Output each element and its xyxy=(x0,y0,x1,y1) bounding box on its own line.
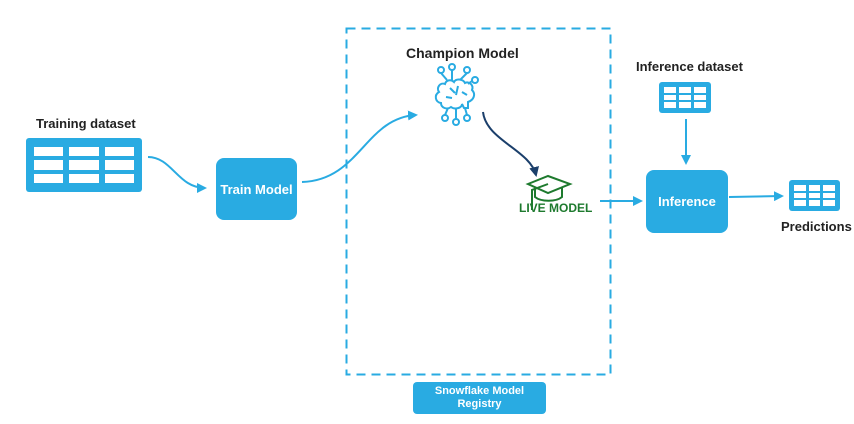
training-dataset-table-icon[interactable] xyxy=(26,138,142,192)
brain-circuit-icon xyxy=(434,63,479,126)
registry-label-line1: Snowflake Model xyxy=(434,385,525,397)
training-dataset-label: Training dataset xyxy=(36,116,136,131)
registry-label-line2: Registry xyxy=(457,398,502,410)
predictions-table-icon[interactable] xyxy=(789,180,840,211)
graduation-cap-icon xyxy=(525,174,573,210)
edge-training-to-train xyxy=(147,156,207,193)
edge-inference-to-predictions xyxy=(728,191,784,202)
snowflake-model-registry-button[interactable]: Snowflake Model Registry xyxy=(413,382,546,414)
inference-dataset-table-icon[interactable] xyxy=(659,82,711,113)
train-model-node[interactable]: Train Model xyxy=(216,158,297,220)
edge-champion-to-live xyxy=(482,111,539,177)
edge-train-to-champion xyxy=(301,110,418,183)
live-model-label: LIVE MODEL xyxy=(519,201,593,215)
train-model-label: Train Model xyxy=(220,181,293,197)
predictions-label: Predictions xyxy=(781,219,852,234)
champion-model-label: Champion Model xyxy=(406,45,519,61)
inference-dataset-label: Inference dataset xyxy=(636,59,743,74)
inference-label: Inference xyxy=(658,194,716,209)
inference-node[interactable]: Inference xyxy=(646,170,728,233)
